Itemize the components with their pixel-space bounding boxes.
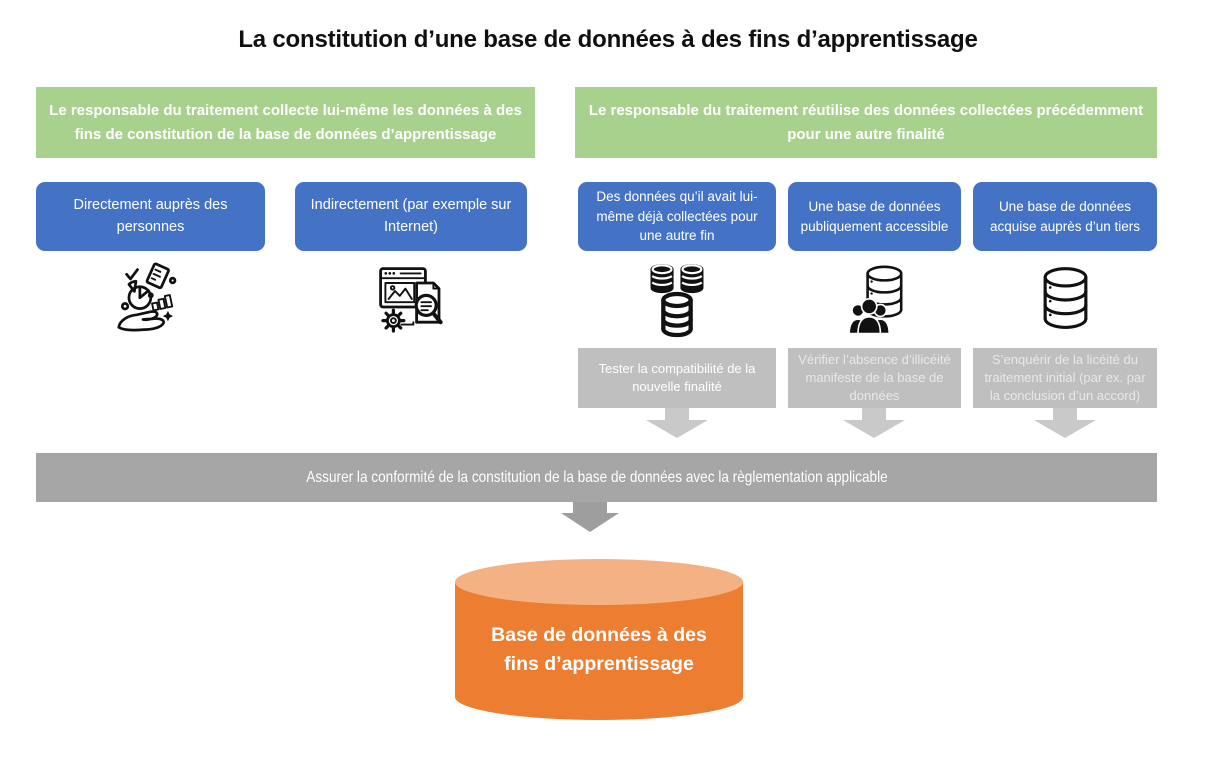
branch-header-reuse: Le responsable du traitement réutilise d… bbox=[575, 87, 1157, 158]
result-database-cylinder: Base de données à des fins d’apprentissa… bbox=[452, 556, 746, 724]
cylinder-shape-icon bbox=[455, 559, 743, 720]
database-icon bbox=[1032, 257, 1098, 343]
down-arrow-icon bbox=[646, 408, 708, 438]
result-label: Base de données à des fins d’apprentissa… bbox=[491, 623, 707, 675]
down-arrow-icon bbox=[561, 502, 619, 532]
page-title: La constitution d’une base de données à … bbox=[238, 26, 978, 53]
conformity-banner-text: Assurer la conformité de la constitution… bbox=[305, 468, 888, 486]
web-search-icon bbox=[369, 255, 453, 343]
check-no-illegality: Vérifier l’absence d’illicéité manifeste… bbox=[788, 348, 961, 408]
conformity-banner: Assurer la conformité de la constitution… bbox=[36, 453, 1157, 502]
branch-header-collect-self: Le responsable du traitement collecte lu… bbox=[36, 87, 535, 158]
source-public-database: Une base de données publiquement accessi… bbox=[788, 182, 961, 251]
down-arrow-icon bbox=[843, 408, 905, 438]
source-indirect-internet: Indirectement (par exemple sur Internet) bbox=[295, 182, 527, 251]
check-compatibility: Tester la compatibilité de la nouvelle f… bbox=[578, 348, 776, 408]
people-database-icon bbox=[832, 257, 916, 343]
hand-collecting-data-icon bbox=[108, 257, 192, 343]
down-arrow-icon bbox=[1034, 408, 1096, 438]
source-own-prior-data: Des données qu’il avait lui-même déjà co… bbox=[578, 182, 776, 251]
check-initial-lawfulness: S’enquérir de la licéité du traitement i… bbox=[973, 348, 1157, 408]
source-direct-people: Directement auprès des personnes bbox=[36, 182, 265, 251]
merged-databases-icon bbox=[643, 257, 711, 343]
source-third-party-database: Une base de données acquise auprès d’un … bbox=[973, 182, 1157, 251]
